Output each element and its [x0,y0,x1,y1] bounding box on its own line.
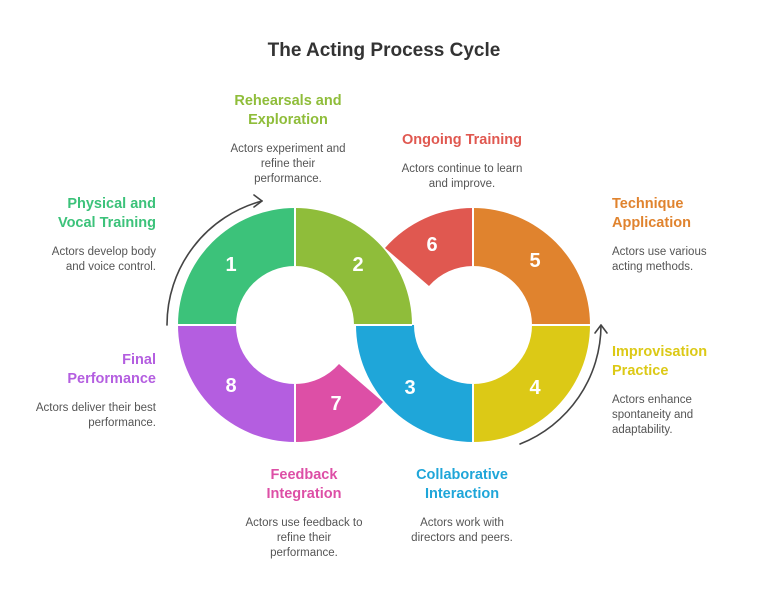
step-7-description-line: Actors use feedback to [245,517,363,529]
step-3-description-line: directors and peers. [411,532,513,544]
step-2-description-line: Actors experiment and [230,143,346,155]
step-5-heading-line: Application [612,215,691,231]
segment-number-8: 8 [225,375,236,397]
step-5-description-line: acting methods. [612,261,694,273]
step-4-block: Improvisation Practice Actors enhance sp… [612,343,762,438]
step-6-heading: Ongoing Training [382,131,542,150]
diagram-title: The Acting Process Cycle [267,40,501,61]
step-6-heading-line: Ongoing Training [401,132,522,148]
step-1-description-line: Actors develop body [51,246,156,258]
step-7-description-line: performance. [270,547,338,559]
segment-2 [295,208,412,325]
segment-5 [473,208,590,325]
segment-6 [385,208,473,286]
step-7-block: Feedback Integration Actors use feedback… [224,466,384,561]
segment-8 [178,325,295,442]
cycle-arrow-left-head-icon [253,194,263,208]
segment-number-6: 6 [426,234,437,256]
step-4-heading-line: Improvisation [612,344,708,360]
step-8-description: Actors deliver their best performance. [0,401,156,431]
step-3-heading-line: Interaction [424,486,500,502]
step-4-description-line: Actors enhance [612,394,692,406]
cycle-arrow-right-head-icon [594,324,608,334]
step-4-description-line: adaptability. [612,424,673,436]
step-4-heading: Improvisation Practice [612,343,762,381]
step-8-block: Final Performance Actors deliver their b… [0,351,156,431]
step-2-description-line: refine their [260,158,316,170]
cycle-arrow-left-icon [166,200,263,326]
step-7-heading-line: Integration [266,486,342,502]
step-3-description: Actors work with directors and peers. [382,516,542,546]
step-7-heading-line: Feedback [270,467,338,483]
step-4-description-line: spontaneity and [612,409,694,421]
step-2-heading: Rehearsals and Exploration [208,92,368,130]
step-1-heading-line: Physical and [67,196,156,212]
segment-number-7: 7 [330,393,341,415]
step-6-description-line: Actors continue to learn [401,163,523,175]
step-2-description: Actors experiment and refine their perfo… [208,142,368,187]
segment-number-4: 4 [529,377,541,399]
segment-4 [473,325,590,442]
step-6-block: Ongoing Training Actors continue to lear… [382,131,542,192]
step-5-heading: Technique Application [612,195,762,233]
step-3-description-line: Actors work with [420,517,504,529]
step-6-description-line: and improve. [428,178,496,190]
step-1-description-line: and voice control. [65,261,156,273]
step-8-heading-line: Performance [67,371,156,387]
step-8-heading-line: Final [122,352,156,368]
step-2-block: Rehearsals and Exploration Actors experi… [208,92,368,187]
step-5-description: Actors use various acting methods. [612,245,762,275]
segment-3 [356,325,473,442]
step-4-description: Actors enhance spontaneity and adaptabil… [612,393,762,438]
step-7-description-line: refine their [276,532,332,544]
step-5-block: Technique Application Actors use various… [612,195,762,275]
step-2-description-line: performance. [254,173,322,185]
step-2-heading-line: Exploration [248,112,328,128]
step-4-heading-line: Practice [612,363,669,379]
step-3-heading-line: Collaborative [416,467,508,483]
step-2-heading-line: Rehearsals and [234,93,342,109]
segment-number-3: 3 [404,377,415,399]
segment-7 [295,364,383,442]
step-6-description: Actors continue to learn and improve. [382,162,542,192]
step-1-heading: Physical and Vocal Training [0,195,156,233]
step-1-description: Actors develop body and voice control. [0,245,156,275]
step-8-description-line: Actors deliver their best [35,402,156,414]
step-5-heading-line: Technique [612,196,684,212]
step-5-description-line: Actors use various [612,246,707,258]
cycle-arrow-right-icon [519,324,602,445]
step-8-description-line: performance. [88,417,156,429]
step-3-heading: Collaborative Interaction [382,466,542,504]
step-8-heading: Final Performance [0,351,156,389]
segment-separators [178,208,590,442]
step-1-heading-line: Vocal Training [57,215,156,231]
step-7-heading: Feedback Integration [224,466,384,504]
segment-number-1: 1 [225,254,236,276]
step-7-description: Actors use feedback to refine their perf… [224,516,384,561]
segment-number-5: 5 [529,250,540,272]
step-3-block: Collaborative Interaction Actors work wi… [382,466,542,546]
segment-1 [178,208,295,325]
segment-number-2: 2 [352,254,363,276]
step-1-block: Physical and Vocal Training Actors devel… [0,195,156,275]
